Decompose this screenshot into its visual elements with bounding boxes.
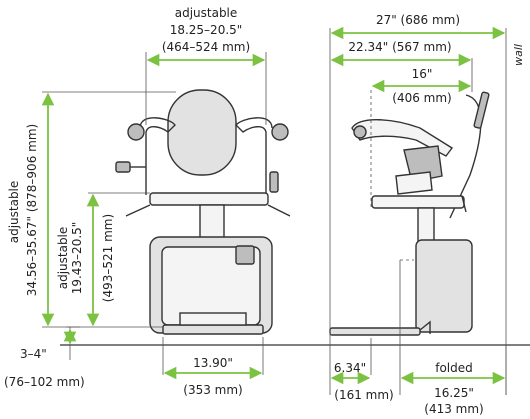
depth-inner-inches: 16" [412, 67, 433, 81]
height-total-title: adjustable [7, 181, 21, 244]
depth-mid-label: 22.34" (567 mm) [348, 40, 451, 54]
seat-width-inches: 18.25–20.5" [170, 23, 243, 37]
seat-side [371, 195, 465, 209]
extension-lines [42, 28, 507, 395]
footrest-inches: 6.34" [334, 361, 366, 375]
base-width-mm: (353 mm) [183, 383, 242, 397]
wall-label: wall [512, 44, 525, 66]
depth-total-label: 27" (686 mm) [376, 13, 460, 27]
dimension-arrows [41, 26, 506, 385]
labels: adjustable 18.25–20.5" (464–524 mm) 27" … [4, 6, 525, 416]
joystick-control [115, 161, 131, 173]
seat [149, 192, 269, 206]
folded-mm: (413 mm) [424, 402, 483, 416]
front-view-chair [115, 89, 291, 335]
footrest [162, 324, 264, 335]
footrest-mm: (161 mm) [334, 388, 393, 402]
seat-column [199, 204, 225, 239]
seat-height-mm: (493–521 mm) [101, 214, 115, 302]
left-armrest-knob [127, 123, 145, 141]
floor-gap-mm: (76–102 mm) [4, 375, 85, 389]
side-view-chair [329, 91, 490, 336]
armrest-side [351, 119, 454, 157]
depth-inner-mm: (406 mm) [392, 91, 451, 105]
carriage-button [235, 245, 255, 265]
seat-height-inches: 19.43–20.5" [70, 222, 84, 295]
backrest [167, 89, 237, 176]
seat-width-mm: (464–524 mm) [162, 40, 250, 54]
seat-height-title: adjustable [56, 227, 70, 290]
folded-title: folded [435, 361, 473, 375]
footrest-side [329, 327, 421, 336]
left-armrest [139, 117, 176, 195]
carriage-side [415, 239, 473, 333]
base-width-inches: 13.90" [193, 356, 233, 370]
seat-width-title: adjustable [175, 6, 238, 20]
right-armrest-knob [271, 123, 289, 141]
folded-inches: 16.25" [434, 386, 474, 400]
floor-gap-inches: 3–4" [20, 347, 47, 361]
height-total-label: 34.56–35.67" (878–906 mm) [25, 124, 39, 296]
right-armrest [235, 117, 273, 195]
